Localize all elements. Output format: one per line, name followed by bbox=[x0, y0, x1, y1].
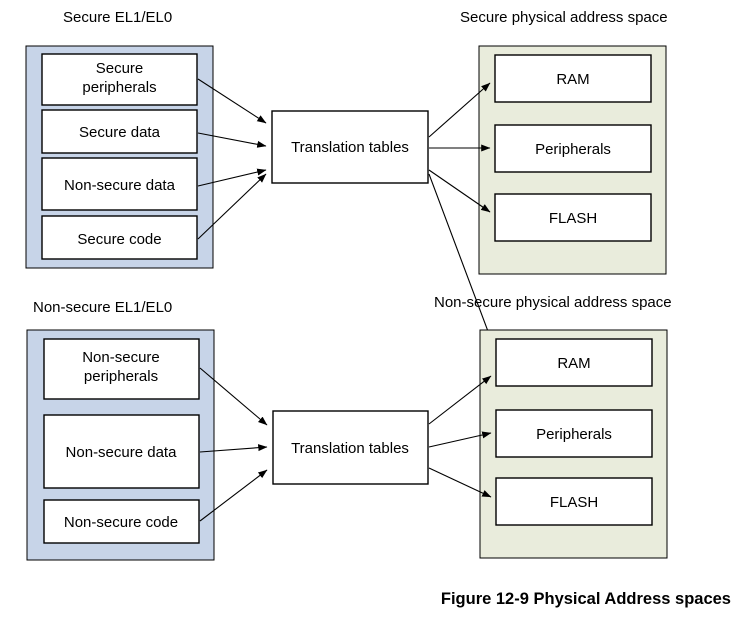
nonsecure-peripherals-label-line2: peripherals bbox=[84, 368, 158, 385]
secure-phys-peripherals-box[interactable] bbox=[494, 124, 652, 173]
arrow-tt-to-secure-flash bbox=[428, 169, 491, 213]
secure-code-label: Secure code bbox=[77, 231, 161, 248]
nonsecure-peripherals-label-line1: Non-secure bbox=[82, 349, 160, 366]
secure-code-box[interactable] bbox=[41, 215, 198, 260]
nonsecure-phys-flash-box[interactable] bbox=[495, 477, 653, 526]
secure-peripherals-label-line2: peripherals bbox=[82, 79, 156, 96]
secure-el-group-label: Secure EL1/EL0 bbox=[63, 9, 172, 26]
secure-phys-flash-label: FLASH bbox=[549, 210, 597, 227]
translation-tables-label-nonsecure: Translation tables bbox=[291, 440, 409, 457]
arrow-nonsecure-code-to-tt bbox=[199, 469, 268, 522]
arrow-tt-to-nonsecure-ram bbox=[428, 375, 492, 425]
arrow-tt-to-nonsecure-flash bbox=[428, 467, 492, 498]
nonsecure-peripherals-box[interactable] bbox=[43, 338, 200, 400]
secure-phys-ram-label: RAM bbox=[556, 71, 589, 88]
nonsecure-phys-group-label: Non-secure physical address space bbox=[434, 294, 672, 311]
arrow-secure-peripherals-to-tt bbox=[197, 78, 267, 124]
translation-tables-box-secure[interactable] bbox=[271, 110, 429, 184]
nonsecure-code-label: Non-secure code bbox=[64, 514, 178, 531]
secure-phys-peripherals-label: Peripherals bbox=[535, 141, 611, 158]
secure-peripherals-label-line1: Secure bbox=[96, 60, 144, 77]
arrow-tt-secure-to-nonsecure-ram bbox=[428, 173, 493, 343]
arrow-secure-data-to-tt bbox=[197, 132, 267, 148]
translation-tables-label-secure: Translation tables bbox=[291, 139, 409, 156]
arrow-tt-to-secure-ram bbox=[428, 82, 491, 138]
nonsecure-data-label: Non-secure data bbox=[64, 177, 176, 194]
secure-phys-group-label: Secure physical address space bbox=[460, 9, 668, 26]
nonsecure-data-box-2[interactable] bbox=[43, 414, 200, 489]
secure-phys-flash-box[interactable] bbox=[494, 193, 652, 242]
secure-data-box[interactable] bbox=[41, 109, 198, 154]
nonsecure-phys-ram-label: RAM bbox=[557, 355, 590, 372]
arrow-nonsecure-peripherals-to-tt bbox=[199, 367, 268, 426]
translation-tables-box-nonsecure[interactable] bbox=[272, 410, 429, 485]
figure-caption: Figure 12-9 Physical Address spaces bbox=[441, 590, 731, 608]
nonsecure-phys-peripherals-label: Peripherals bbox=[536, 426, 612, 443]
secure-phys-ram-box[interactable] bbox=[494, 54, 652, 103]
nonsecure-data-label-2: Non-secure data bbox=[66, 444, 178, 461]
nonsecure-phys-flash-label: FLASH bbox=[550, 494, 598, 511]
arrow-tt-to-nonsecure-peripherals bbox=[428, 431, 492, 448]
arrow-nonsecure-data-to-tt-2 bbox=[199, 444, 268, 453]
nonsecure-el-group-label: Non-secure EL1/EL0 bbox=[33, 299, 172, 316]
nonsecure-phys-peripherals-box[interactable] bbox=[495, 409, 653, 458]
secure-data-label: Secure data bbox=[79, 124, 161, 141]
arrow-secure-code-to-tt bbox=[197, 173, 267, 240]
arrow-nonsecure-data-to-tt bbox=[197, 168, 267, 187]
nonsecure-phys-ram-box[interactable] bbox=[495, 338, 653, 387]
nonsecure-code-box[interactable] bbox=[43, 499, 200, 544]
nonsecure-data-box[interactable] bbox=[41, 157, 198, 211]
secure-peripherals-box[interactable] bbox=[41, 53, 198, 106]
